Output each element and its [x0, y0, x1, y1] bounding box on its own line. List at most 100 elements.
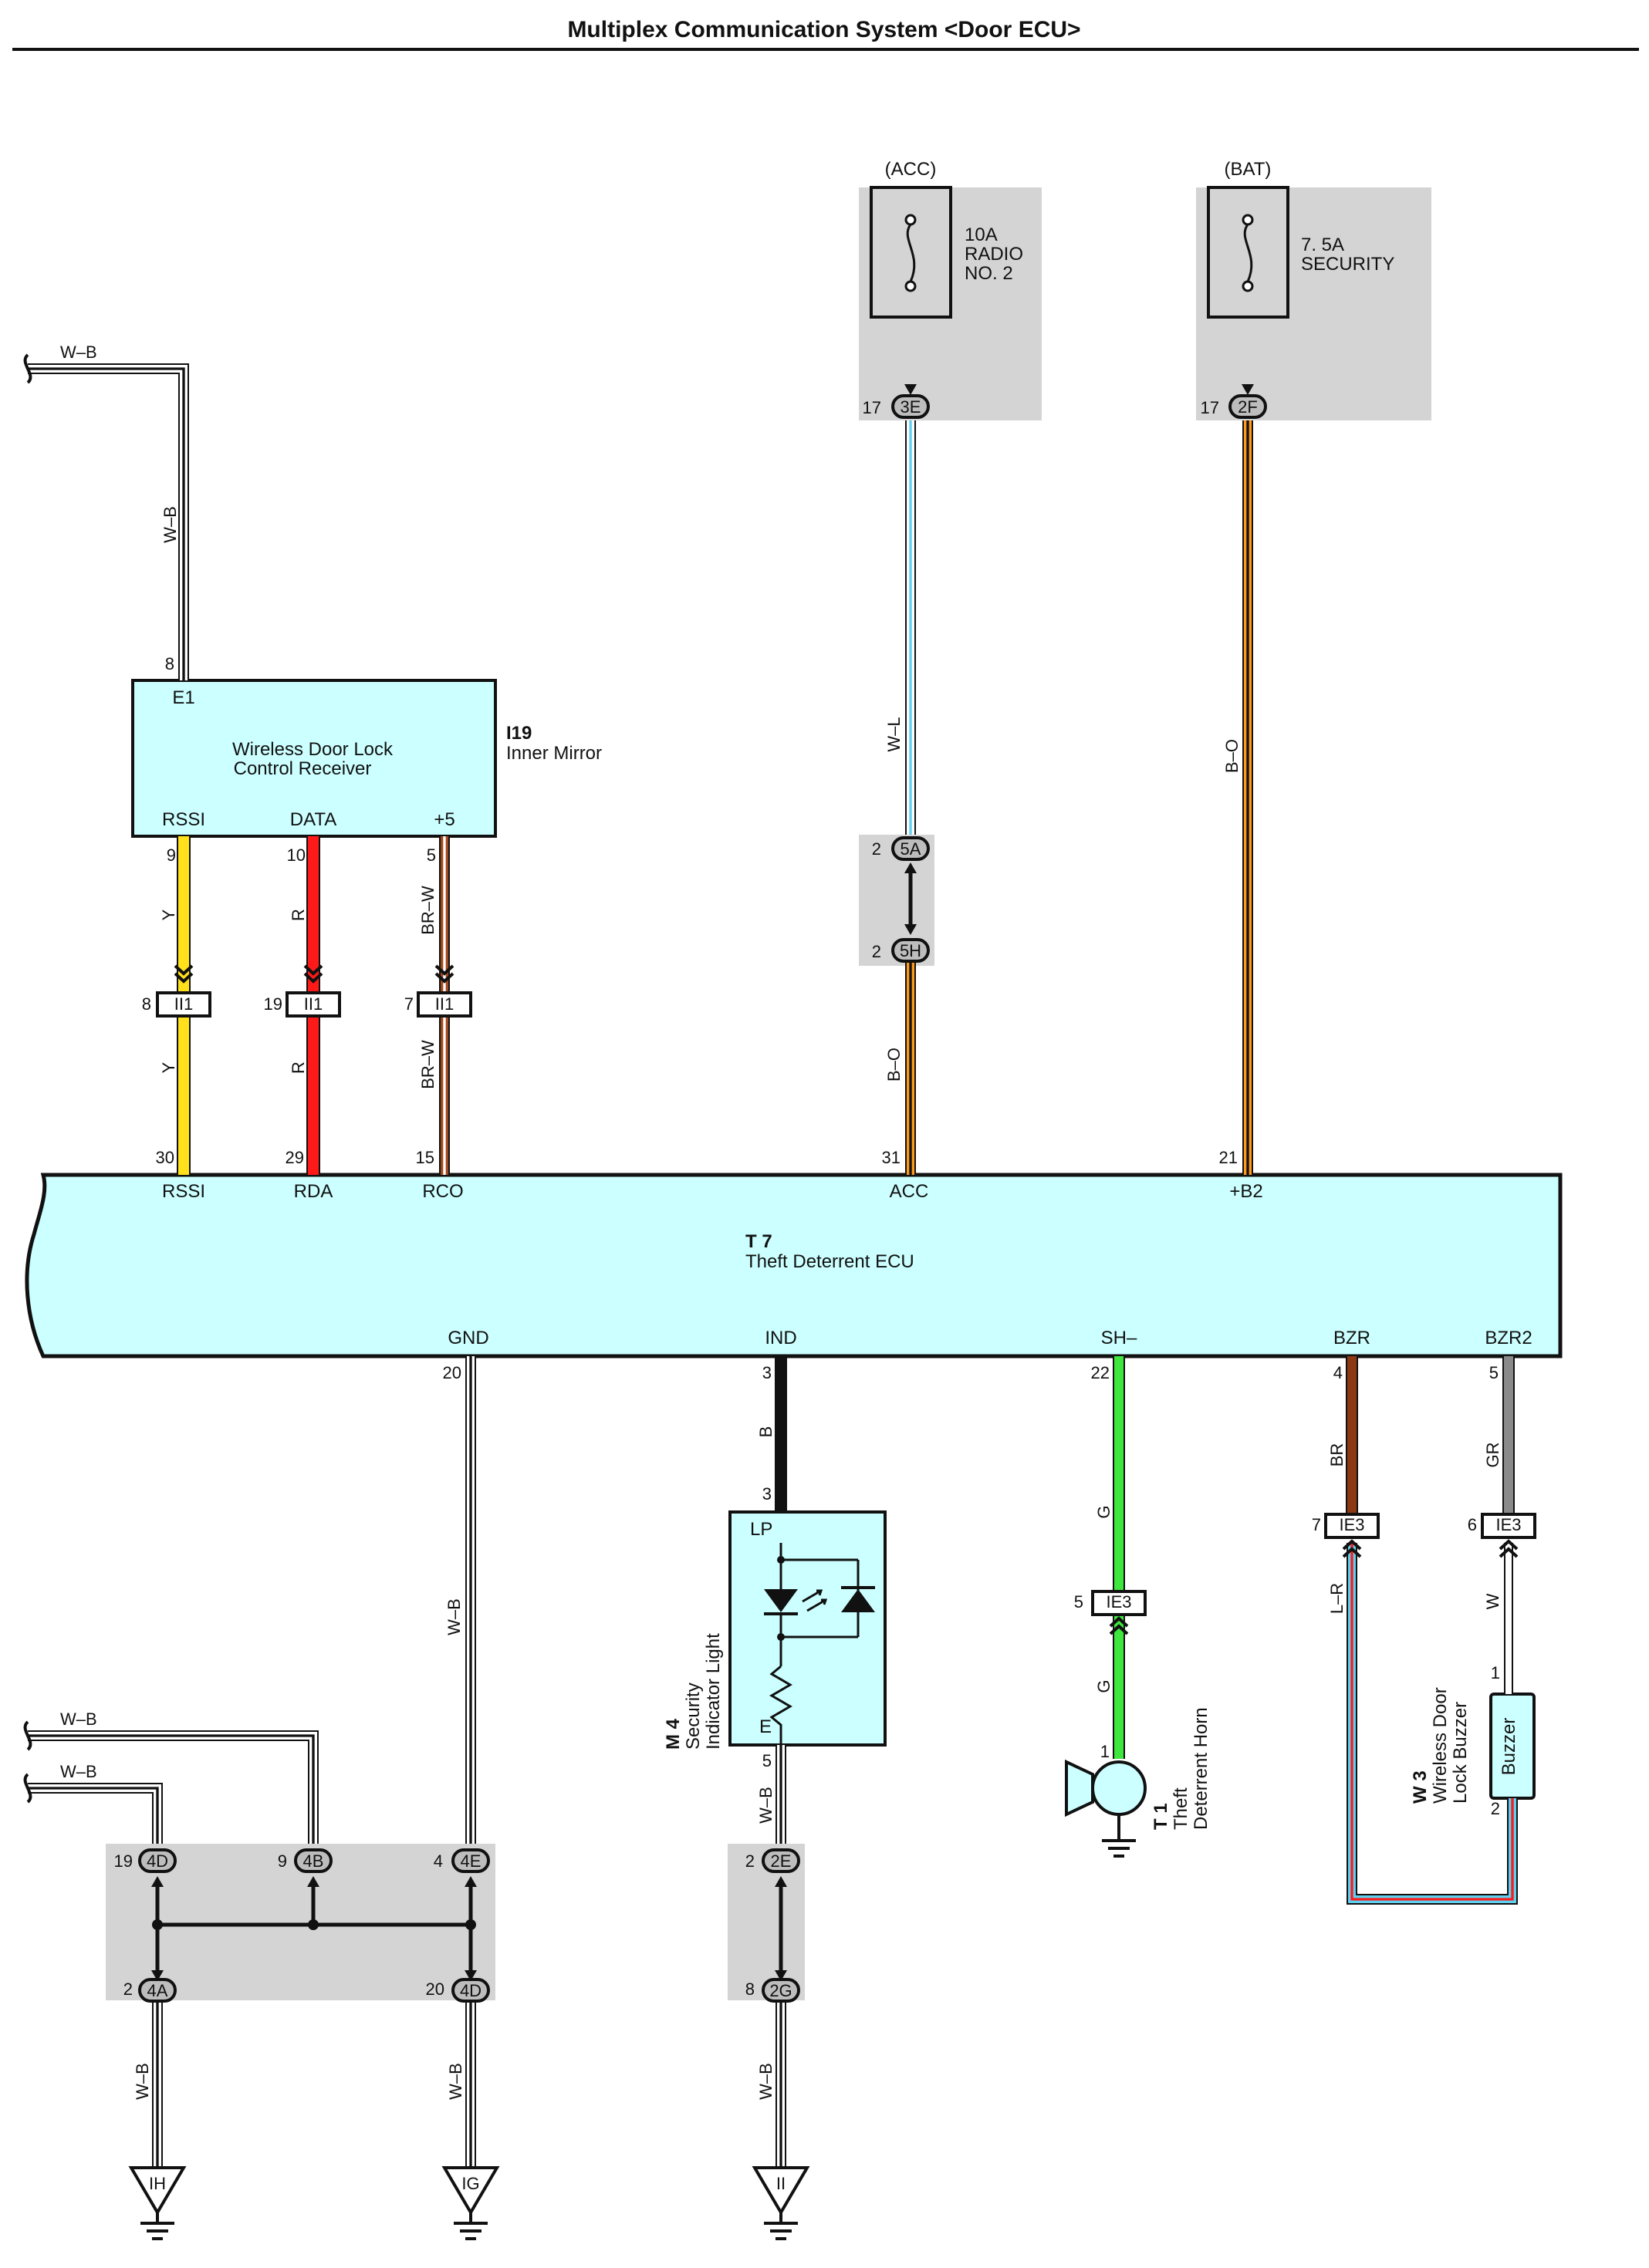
inline-code: II1	[174, 994, 193, 1014]
connector-ii1-2	[417, 991, 472, 1018]
arrow-down-icon	[904, 924, 917, 935]
connector-2f-code: 2F	[1238, 397, 1258, 417]
page-title: Multiplex Communication System <Door ECU…	[567, 17, 1080, 42]
buzzer-name-2: Lock Buzzer	[1450, 1702, 1471, 1804]
chevron-up-icon	[1499, 1539, 1519, 1558]
connector-pin: 9	[278, 1851, 287, 1871]
connector-3e	[891, 394, 930, 419]
chevron-up-icon	[1109, 1616, 1129, 1635]
connector-pin: 17	[1201, 398, 1219, 417]
ecu-terminal-label: RCO	[422, 1181, 463, 1202]
connector-2e	[762, 1848, 800, 1873]
connector-j4-top-0	[138, 1848, 177, 1873]
receiver-ground-pin: 8	[165, 654, 174, 673]
connector-j4-top-2-code: 4E	[461, 1851, 482, 1871]
ecu-terminal-label: GND	[448, 1328, 488, 1348]
theft-deterrent-ecu-box	[25, 1173, 1563, 1358]
arrow-up-icon	[151, 1876, 164, 1887]
wire-label: G	[1094, 1505, 1113, 1518]
wire-label: W–B	[60, 1709, 97, 1729]
connector-j4-top-1	[294, 1848, 333, 1873]
wire-label: B	[756, 1426, 776, 1438]
ecu-pin: 22	[1091, 1363, 1110, 1382]
inline-code: II1	[435, 994, 454, 1014]
wire-wb-4d-outline	[28, 1783, 163, 1844]
connector-5h	[891, 938, 930, 963]
horn-name-2: Deterrent Horn	[1191, 1707, 1211, 1830]
connector-3e-code: 3E	[901, 397, 921, 417]
receiver-name-2: Control Receiver	[234, 758, 372, 779]
wire-label: W–B	[133, 2063, 152, 2100]
connector-pin: 6	[1468, 1515, 1477, 1534]
arrow-up-icon	[775, 1876, 787, 1887]
arrow-down-icon	[151, 1970, 164, 1981]
ground-ih-icon-label: IH	[149, 2174, 166, 2193]
horn-bell-icon	[1065, 1759, 1094, 1817]
wire-label: W	[1483, 1593, 1502, 1609]
buzzer-name: Wireless Door	[1430, 1687, 1451, 1804]
connector-j4-top-1-code: 4B	[303, 1851, 324, 1871]
wire-label: BR–W	[418, 1040, 438, 1089]
acc-source-label: (ACC)	[885, 159, 937, 180]
wire-label: L–R	[1327, 1583, 1347, 1614]
fuse-terminal	[1242, 280, 1254, 292]
chevron-up-icon	[1342, 1539, 1362, 1558]
ecu-code: T 7	[745, 1231, 772, 1252]
wire-label: W–B	[446, 2063, 465, 2100]
ecu-pin: 30	[156, 1148, 174, 1167]
ecu-pin: 29	[286, 1148, 304, 1167]
buzzer-label: Buzzer	[1499, 1718, 1519, 1776]
bat-fuse-panel	[1196, 187, 1431, 420]
buzzer-pin: 1	[1491, 1663, 1500, 1682]
bat-fuse-name: SECURITY	[1301, 254, 1394, 275]
horn-name: Theft	[1171, 1787, 1191, 1830]
acc-fuse-amp: 10A	[965, 224, 998, 245]
connector-5h-code: 5H	[900, 941, 921, 960]
wire-label: W–B	[756, 2063, 776, 2100]
horn-label-group: T 1 Theft Deterrent Horn	[1151, 1707, 1211, 1830]
indicator-name-2: Indicator Light	[703, 1633, 724, 1750]
connector-j4-bottom-0	[138, 1978, 177, 2003]
resistor-icon	[769, 1665, 792, 1745]
connector-pin: 17	[863, 398, 881, 417]
connector-2g-code: 2G	[769, 1981, 792, 2000]
connector-2f	[1228, 394, 1267, 419]
ecu-pin: 31	[882, 1148, 901, 1167]
connector-2g	[762, 1978, 800, 2003]
wire-label: W–B	[756, 1787, 776, 1824]
connector-pin: 20	[426, 1979, 444, 1999]
wire-label: B–O	[1222, 739, 1242, 773]
wire-wb-4d-fill	[28, 1784, 161, 1844]
connector-pin: 5	[1074, 1592, 1083, 1612]
buzzer-label-group: W 3 Wireless Door Lock Buzzer	[1410, 1687, 1471, 1804]
ecu-pin: 20	[443, 1363, 461, 1382]
led-icon	[764, 1589, 798, 1612]
connector-j4-top-2	[451, 1848, 490, 1873]
ecu-terminal-label: BZR	[1333, 1328, 1370, 1348]
inline-pin: 8	[142, 994, 151, 1014]
arrow-up-icon	[904, 862, 917, 873]
connector-pin: 2	[872, 839, 881, 859]
wire-label: Y	[159, 909, 178, 920]
wire-label: W–B	[60, 1762, 97, 1781]
acc-fuse-name-2: NO. 2	[965, 263, 1013, 284]
connector-ii1-0	[156, 991, 211, 1018]
wire-label: GR	[1483, 1443, 1502, 1468]
indicator-terminal-e: E	[759, 1716, 772, 1737]
connector-ie3-bzr2	[1481, 1513, 1536, 1539]
indicator-light-box	[728, 1510, 887, 1747]
connector-5a-code: 5A	[901, 839, 921, 859]
wire-break-icon	[23, 1720, 32, 1751]
wire-wb-4d-stripe	[28, 1787, 159, 1844]
wire-label: R	[289, 909, 308, 921]
connector-pin: 2	[745, 1851, 755, 1871]
wire-label: B–O	[884, 1048, 904, 1082]
wire-wb-4b-stripe	[28, 1734, 315, 1844]
connector-pin: 19	[114, 1851, 133, 1871]
wire-wb-receiver-stripe	[28, 367, 185, 680]
inline-code: II1	[304, 994, 323, 1014]
ie3-code: IE3	[1339, 1515, 1364, 1534]
arrow-down-icon	[775, 1970, 787, 1981]
receiver-pin: 5	[427, 845, 436, 865]
receiver-code: I19	[506, 723, 532, 744]
